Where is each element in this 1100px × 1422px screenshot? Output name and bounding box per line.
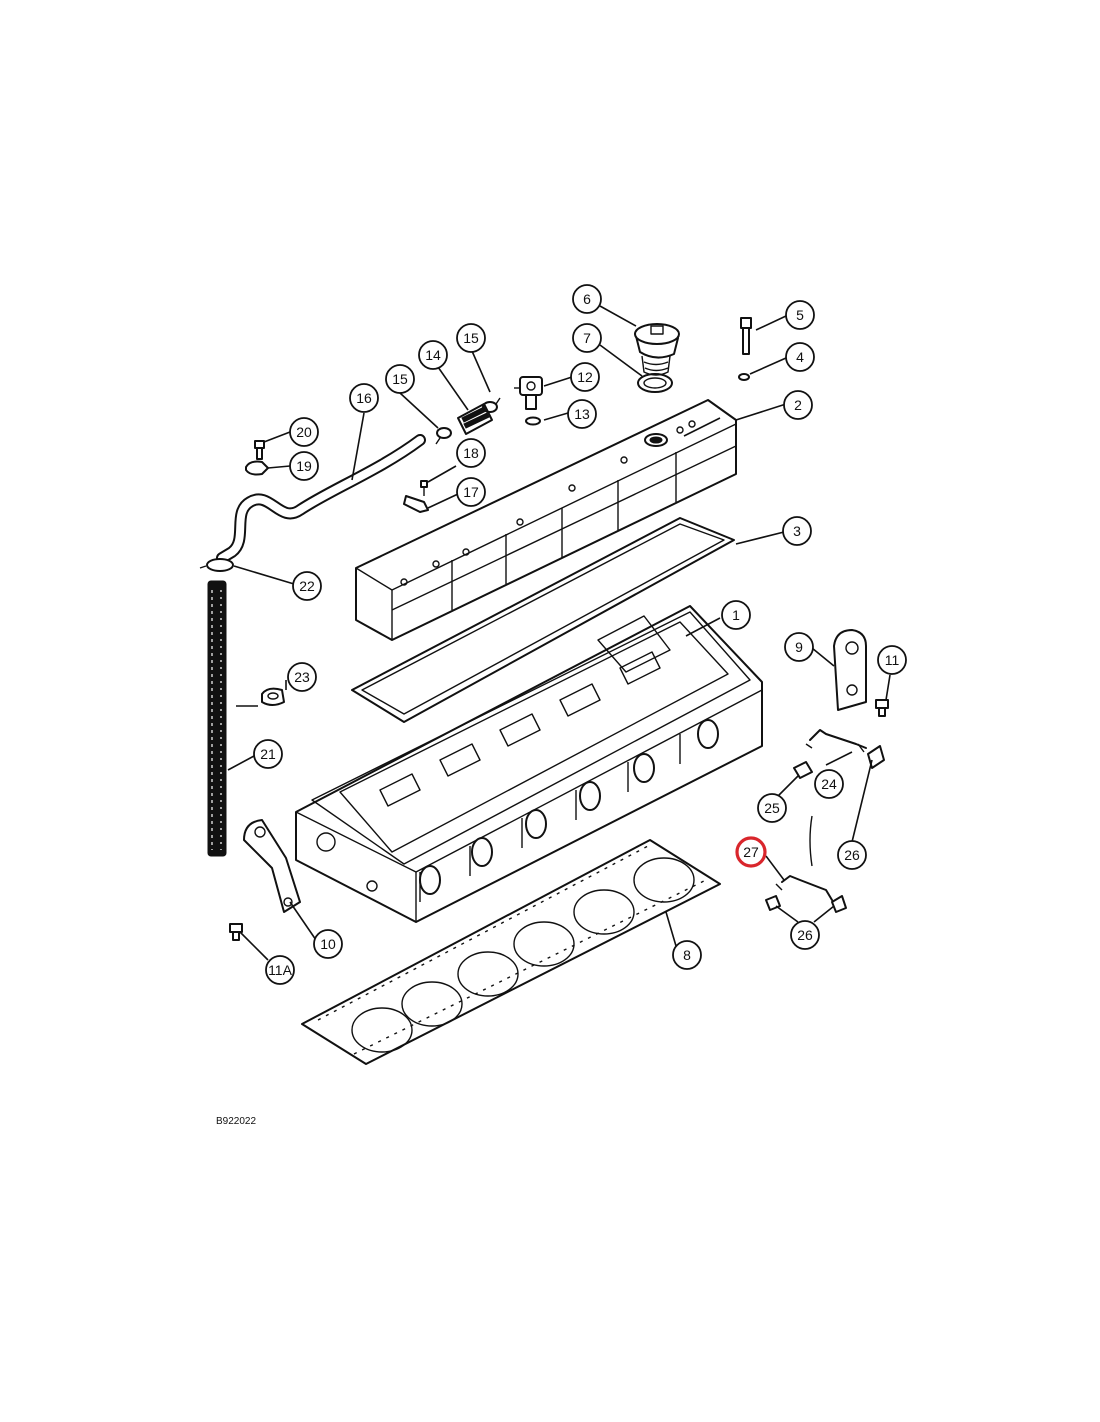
figure-id: B922022 xyxy=(216,1116,256,1127)
cylinder-head xyxy=(295,605,763,923)
callout-12: 12 xyxy=(570,362,600,392)
cylinder-head-gasket xyxy=(301,839,721,1065)
tube-clip xyxy=(245,460,269,476)
callout-7: 7 xyxy=(572,323,602,353)
callout-3: 3 xyxy=(782,516,812,546)
breather-tube xyxy=(216,434,426,564)
svg-text:26: 26 xyxy=(797,927,813,943)
callout-22: 22 xyxy=(292,571,322,601)
callout-4: 4 xyxy=(785,342,815,372)
svg-text:22: 22 xyxy=(299,578,315,594)
svg-text:12: 12 xyxy=(577,369,593,385)
callout-1: 1 xyxy=(721,600,751,630)
bracket-bolt-rear xyxy=(875,699,889,717)
svg-text:3: 3 xyxy=(793,523,801,539)
svg-text:17: 17 xyxy=(463,484,479,500)
breather-hose-short xyxy=(457,403,493,435)
hose-clamp-lower xyxy=(435,427,452,445)
svg-text:11A: 11A xyxy=(268,962,293,978)
oil-filler-cap xyxy=(634,323,680,376)
svg-text:16: 16 xyxy=(356,390,372,406)
svg-text:15: 15 xyxy=(463,330,479,346)
tube-bracket xyxy=(403,495,429,513)
svg-text:13: 13 xyxy=(574,406,590,422)
callout-5: 5 xyxy=(785,300,815,330)
callout-9: 9 xyxy=(784,632,814,662)
callout-16: 16 xyxy=(349,383,379,413)
bolt-o-ring xyxy=(738,373,750,381)
svg-text:21: 21 xyxy=(260,746,276,762)
svg-text:11: 11 xyxy=(885,652,900,668)
callout-17: 17 xyxy=(456,477,486,507)
callout-15-left: 15 xyxy=(385,364,415,394)
svg-text:20: 20 xyxy=(296,424,312,440)
callout-6: 6 xyxy=(572,284,602,314)
valve-cover-gasket xyxy=(351,517,735,723)
callout-10: 10 xyxy=(313,929,343,959)
oil-line-connector xyxy=(809,815,813,867)
svg-text:23: 23 xyxy=(294,669,310,685)
oil-return-line xyxy=(775,875,833,901)
callout-15-right: 15 xyxy=(456,323,486,353)
callout-24: 24 xyxy=(814,769,844,799)
svg-text:15: 15 xyxy=(392,371,408,387)
svg-text:5: 5 xyxy=(796,307,804,323)
hose-retaining-clip xyxy=(261,687,285,706)
oil-supply-line xyxy=(805,729,867,753)
callout-20: 20 xyxy=(289,417,319,447)
callout-8: 8 xyxy=(672,940,702,970)
callout-23: 23 xyxy=(287,662,317,692)
leader-lines xyxy=(227,305,891,961)
svg-text:6: 6 xyxy=(583,291,591,307)
hose-clamp-upper xyxy=(482,397,501,413)
svg-text:2: 2 xyxy=(794,397,802,413)
bracket-bolt xyxy=(420,480,428,496)
svg-text:19: 19 xyxy=(296,458,312,474)
svg-text:10: 10 xyxy=(320,936,336,952)
callout-13: 13 xyxy=(567,399,597,429)
callout-26-upper: 26 xyxy=(837,840,867,870)
callout-21: 21 xyxy=(253,739,283,769)
valve-cover xyxy=(355,399,737,641)
drain-hose-clamp xyxy=(199,558,234,572)
svg-text:27: 27 xyxy=(743,844,759,860)
svg-text:25: 25 xyxy=(764,800,780,816)
svg-text:24: 24 xyxy=(821,776,837,792)
svg-text:9: 9 xyxy=(795,639,803,655)
callout-27[interactable]: 27 xyxy=(735,836,767,868)
bracket-bolt-front xyxy=(229,923,243,941)
svg-text:4: 4 xyxy=(796,349,804,365)
banjo-fitting xyxy=(793,761,813,779)
svg-text:18: 18 xyxy=(463,445,479,461)
cover-bolt xyxy=(740,317,752,355)
callout-11a: 11A xyxy=(265,955,295,985)
drain-hose xyxy=(207,580,227,857)
svg-text:7: 7 xyxy=(583,330,591,346)
breather-o-ring xyxy=(525,416,541,426)
callout-25: 25 xyxy=(757,793,787,823)
callout-26-lower: 26 xyxy=(790,920,820,950)
clip-bolt xyxy=(254,440,265,460)
lifting-bracket-rear xyxy=(833,629,867,711)
svg-text:26: 26 xyxy=(844,847,860,863)
filler-cap-seal xyxy=(637,373,673,393)
lifting-bracket-front xyxy=(243,819,301,913)
svg-text:14: 14 xyxy=(425,347,441,363)
svg-text:8: 8 xyxy=(683,947,691,963)
callout-2: 2 xyxy=(783,390,813,420)
callout-14: 14 xyxy=(418,340,448,370)
svg-text:1: 1 xyxy=(732,607,740,623)
callout-19: 19 xyxy=(289,451,319,481)
elbow-fitting-lower-right xyxy=(831,895,847,913)
callout-11: 11 xyxy=(877,645,907,675)
callout-18: 18 xyxy=(456,438,486,468)
breather-valve xyxy=(514,376,543,410)
